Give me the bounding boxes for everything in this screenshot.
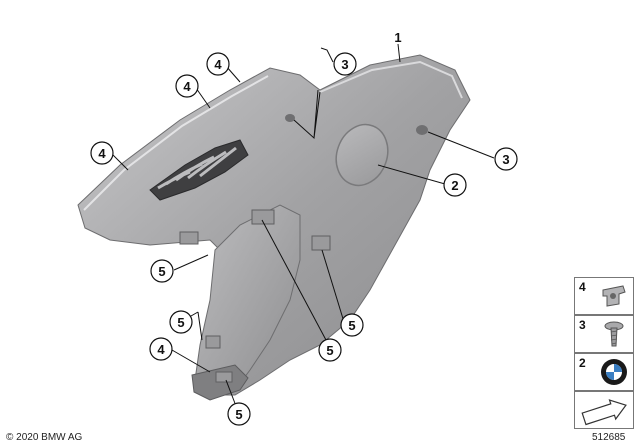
callout-5-e-label: 5 <box>235 407 242 422</box>
callout-3-top-label: 3 <box>341 57 348 72</box>
screw-hole-right <box>416 125 428 135</box>
callout-5-a-label: 5 <box>158 264 165 279</box>
legend-item-3: 3 <box>574 315 634 353</box>
callout-4-b-label: 4 <box>183 79 191 94</box>
callout-5-c: 5 <box>340 313 364 337</box>
legend-item-2: 2 <box>574 353 634 391</box>
clip-nut-icon <box>602 285 626 307</box>
legend-number: 2 <box>579 356 586 370</box>
clip-tab-5 <box>215 371 233 383</box>
callout-4-c: 4 <box>90 141 114 165</box>
callout-5-d: 5 <box>318 338 342 362</box>
callout-4-a-label: 4 <box>214 57 222 72</box>
clip-tab-1 <box>251 209 275 225</box>
screw-icon <box>604 321 624 347</box>
callout-3-top: 3 <box>333 52 357 76</box>
callout-5-e: 5 <box>227 402 251 426</box>
callout-4-b: 4 <box>175 74 199 98</box>
clip-tab-3 <box>179 231 199 245</box>
callout-5-c-label: 5 <box>348 318 355 333</box>
legend-item-4: 4 <box>574 277 634 315</box>
vent-grille <box>149 139 249 201</box>
callout-5-b-label: 5 <box>177 315 184 330</box>
copyright-text: © 2020 BMW AG <box>6 432 83 443</box>
callout-4-d: 4 <box>149 337 173 361</box>
callout-5-d-label: 5 <box>326 343 333 358</box>
screw-hole-left <box>285 114 295 122</box>
legend-number: 3 <box>579 318 586 332</box>
leader-lines <box>111 43 495 407</box>
callout-5-a: 5 <box>150 259 174 283</box>
legend-item-arrow <box>574 391 634 429</box>
trim-panel-upper-edge <box>319 60 463 99</box>
diagram-reference-number: 512685 <box>592 432 626 443</box>
callout-4-c-label: 4 <box>98 146 106 161</box>
arrow-icon <box>581 399 627 426</box>
trim-panel <box>77 54 471 401</box>
callout-3-right: 3 <box>494 147 518 171</box>
trim-panel-rim <box>83 75 269 211</box>
trim-panel-lower-bracket <box>194 204 301 396</box>
callout-4-a: 4 <box>206 52 230 76</box>
callout-3-right-label: 3 <box>502 152 509 167</box>
legend-number: 4 <box>579 280 586 294</box>
callout-2: 2 <box>443 173 467 197</box>
part-number-1: 1 <box>394 30 401 45</box>
clip-tab-4 <box>205 335 221 349</box>
bmw-emblem-icon <box>601 359 627 385</box>
callout-4-d-label: 4 <box>157 342 165 357</box>
clip-tab-2 <box>311 235 331 251</box>
callout-5-b: 5 <box>169 310 193 334</box>
emblem-recess <box>335 123 389 187</box>
callout-2-label: 2 <box>451 178 458 193</box>
